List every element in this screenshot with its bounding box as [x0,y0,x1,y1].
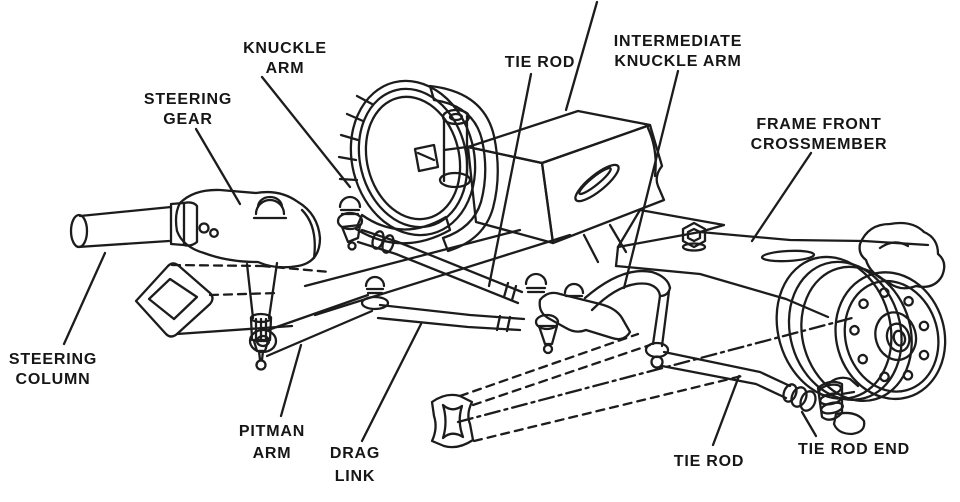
wheel-studs-left [337,94,374,182]
leader-intermediate-knuckle-arm [622,69,680,290]
front-axle-beam [430,316,854,449]
frame-bracket-right [858,221,946,290]
leader-drag-link [360,322,423,443]
intermediate-knuckle-arm-drawing [524,269,672,369]
pitman-arm-drawing [248,275,390,358]
leader-frame-front-crossmember [750,151,813,243]
label-tie-rod-right: TIE ROD [674,453,745,470]
drag-link-drawing [376,303,526,333]
leader-tie-rod-end [800,410,818,438]
label-tie-rod-left: TIE ROD [505,54,576,71]
left-brake-drum [337,79,499,253]
label-tie-rod-end: TIE ROD END [798,441,910,458]
right-brake-drum [775,255,947,403]
tie-rod-end-drawing [816,376,866,436]
leader-tie-rod-left [487,72,533,288]
leader-steering-gear [194,127,242,206]
leader-pitman-arm [279,343,303,418]
frame-right-rail [614,208,930,319]
leader-steering-column [62,251,107,346]
knuckle-arm-drawing [336,195,452,251]
frame-left-rail-end [134,262,294,338]
kingpin [438,108,472,189]
frame-upper-edge-line [564,0,599,112]
leader-lines [62,69,818,447]
leader-knuckle-arm [260,75,352,189]
wheel-studs-right [849,287,930,383]
frame-left-rail [260,228,572,317]
frame-front-crossmember-drawing [466,109,666,264]
leader-tie-rod-right [711,374,741,447]
gear-ball-stud [254,198,286,216]
tie-rod-right-drawing [660,350,817,412]
